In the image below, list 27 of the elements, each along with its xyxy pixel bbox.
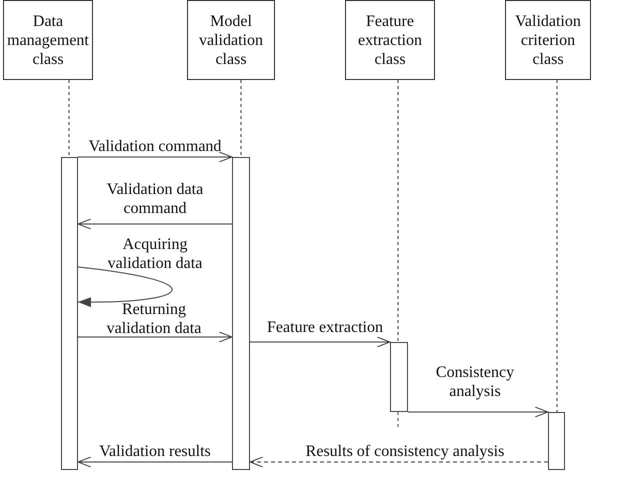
activation-bar (390, 342, 408, 412)
activation-bar (61, 157, 78, 470)
message-arrow (408, 406, 548, 418)
message-arrow (78, 266, 172, 307)
message-arrow (78, 456, 232, 468)
class-box: Validation criterion class (505, 0, 591, 80)
message-label: Consistency analysis (434, 363, 516, 401)
message-arrow (78, 152, 232, 162)
message-arrow (250, 336, 390, 348)
class-box: Model validation class (187, 0, 275, 80)
message-label: Returning validation data (106, 300, 202, 338)
message-label: Results of consistency analysis (304, 442, 506, 461)
message-label: Acquiring validation data (106, 235, 204, 273)
message-label: Validation data command (106, 180, 204, 218)
lifeline (556, 80, 558, 412)
activation-bar (232, 157, 250, 470)
class-box: Feature extraction class (345, 0, 435, 80)
message-label: Feature extraction (266, 318, 384, 337)
lifeline (240, 80, 242, 158)
class-box: Data management class (3, 0, 93, 80)
message-arrow (78, 218, 232, 230)
message-arrow (78, 332, 232, 342)
message-arrow (250, 456, 548, 468)
message-label: Validation command (88, 137, 222, 156)
activation-bar (548, 412, 565, 470)
lifeline (68, 80, 70, 158)
message-label: Validation results (98, 442, 212, 461)
